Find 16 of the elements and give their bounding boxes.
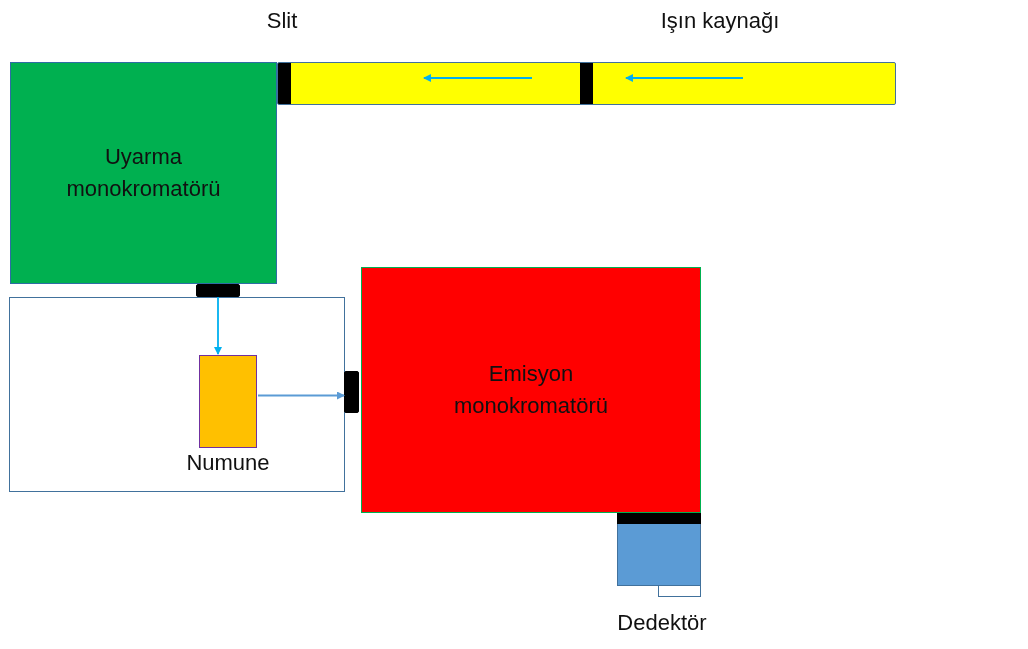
part-label: Numune — [186, 450, 270, 476]
detector-box — [617, 523, 701, 586]
light-source-tube — [277, 62, 896, 105]
slit — [196, 284, 240, 297]
box-label: Emisyon monokromatörü — [452, 360, 610, 420]
sample-box — [199, 355, 257, 448]
sample-compartment — [9, 297, 345, 492]
monochromator-box — [10, 62, 277, 284]
arrow — [257, 391, 345, 400]
part-label: Dedektör — [617, 610, 707, 636]
part-label: Işın kaynağı — [660, 8, 780, 34]
slit — [344, 371, 359, 413]
part-label: Slit — [266, 8, 298, 34]
arrow — [214, 296, 222, 355]
box-label: Uyarma monokromatörü — [65, 143, 222, 203]
monochromator-box — [361, 267, 701, 513]
